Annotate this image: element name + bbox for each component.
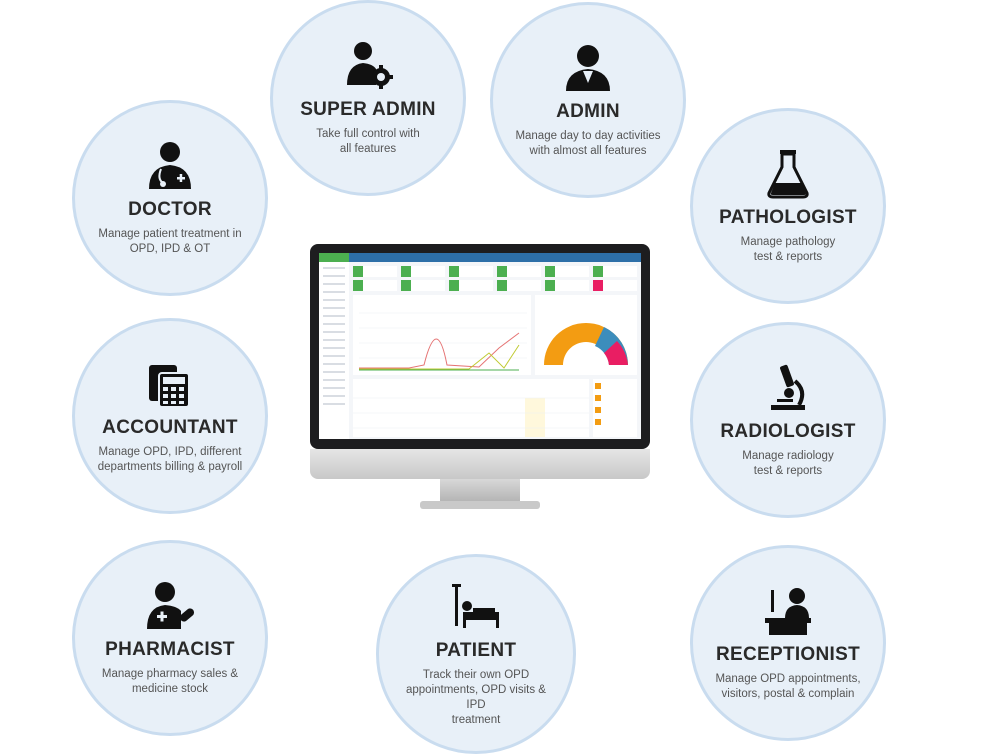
monitor-stand-foot <box>420 501 540 509</box>
radiologist-title: RADIOLOGIST <box>720 421 856 442</box>
admin-gear-icon <box>347 42 393 89</box>
pharmacist-title: PHARMACIST <box>105 639 235 660</box>
receptionist-title: RECEPTIONIST <box>715 644 860 665</box>
role-pharmacist: PHARMACIST Manage pharmacy sales & medic… <box>72 540 268 736</box>
role-patient: PATIENT Track their own OPD appointments… <box>376 554 576 754</box>
microscope-icon <box>771 364 805 410</box>
role-receptionist: RECEPTIONIST Manage OPD appointments, vi… <box>690 545 886 741</box>
dashboard-illustration <box>319 253 641 439</box>
dashboard-screenshot <box>319 253 641 439</box>
accountant-desc: Manage OPD, IPD, different departments b… <box>97 446 243 473</box>
patient-title: PATIENT <box>435 640 517 661</box>
admin-title: ADMIN <box>556 101 620 122</box>
role-doctor: DOCTOR Manage patient treatment in OPD, … <box>72 100 268 296</box>
role-radiologist: RADIOLOGIST Manage radiology test & repo… <box>690 322 886 518</box>
radiologist-desc: Manage radiology test & reports <box>742 450 834 477</box>
doctor-icon <box>149 142 191 189</box>
monitor <box>310 244 650 514</box>
role-pathologist: PATHOLOGIST Manage pathology test & repo… <box>690 108 886 304</box>
super-admin-title: SUPER ADMIN <box>300 99 436 120</box>
role-super-admin: SUPER ADMIN Take full control with all f… <box>270 0 466 196</box>
receptionist-desc: Manage OPD appointments, visitors, posta… <box>715 673 861 700</box>
super-admin-desc: Take full control with all features <box>316 128 420 155</box>
pathologist-title: PATHOLOGIST <box>719 207 857 228</box>
user-icon <box>566 45 610 91</box>
doctor-title: DOCTOR <box>128 199 212 220</box>
monitor-screen-frame <box>310 244 650 449</box>
patient-bed-icon <box>452 584 499 628</box>
pathologist-desc: Manage pathology test & reports <box>740 236 836 263</box>
calculator-icon <box>149 365 190 408</box>
role-admin: ADMIN Manage day to day activities with … <box>490 2 686 198</box>
role-accountant: ACCOUNTANT Manage OPD, IPD, different de… <box>72 318 268 514</box>
pharmacist-icon <box>147 582 195 629</box>
receptionist-icon <box>765 588 811 635</box>
pharmacist-desc: Manage pharmacy sales & medicine stock <box>101 668 239 695</box>
monitor-chin <box>310 449 650 479</box>
flask-icon <box>767 150 809 199</box>
patient-desc: Track their own OPD appointments, OPD vi… <box>406 669 546 726</box>
doctor-desc: Manage patient treatment in OPD, IPD & O… <box>98 228 242 255</box>
monitor-stand-neck <box>440 479 520 501</box>
accountant-title: ACCOUNTANT <box>102 417 238 438</box>
admin-desc: Manage day to day activities with almost… <box>515 130 661 157</box>
